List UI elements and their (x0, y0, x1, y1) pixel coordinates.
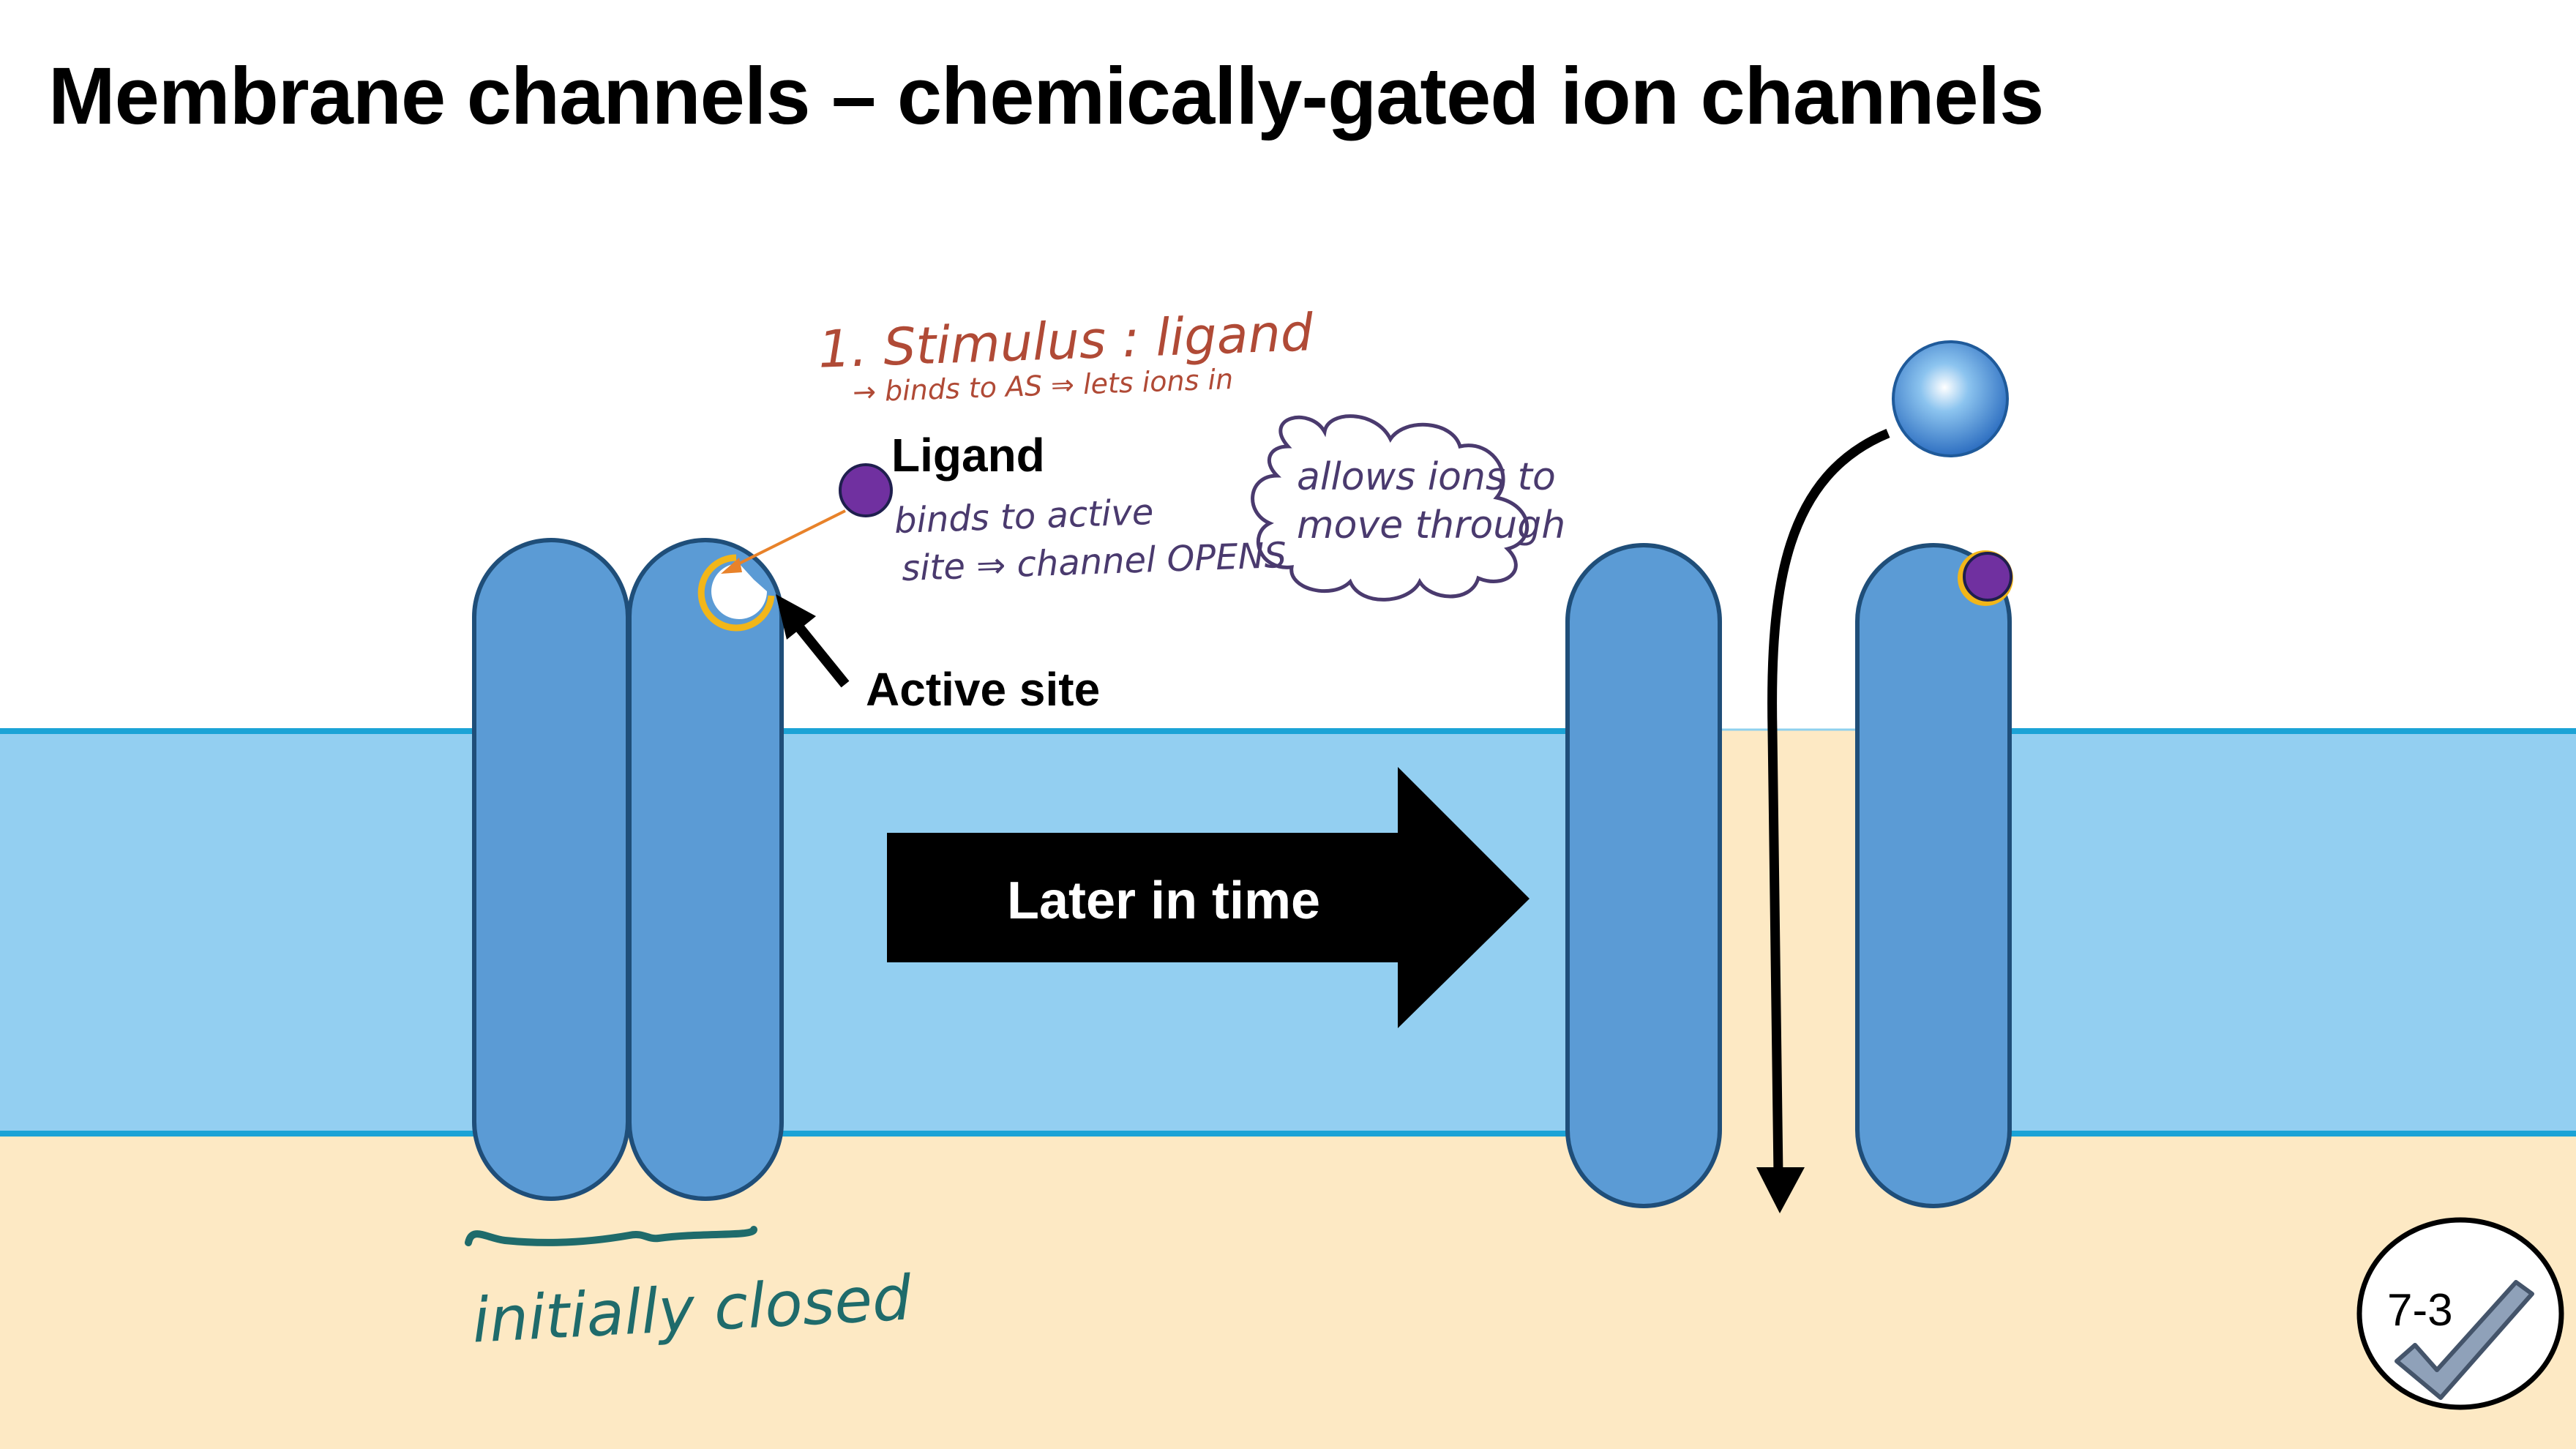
cytoplasm-region (0, 1134, 2576, 1449)
checkmark-icon (2395, 1280, 2534, 1400)
ligand-to-site-arrow (731, 509, 846, 569)
slide-title: Membrane channels – chemically-gated ion… (48, 51, 2044, 141)
ligand-icon (839, 463, 893, 517)
later-in-time-arrow (887, 767, 1530, 1028)
badge-label: 7-3 (2387, 1285, 2453, 1336)
note-cloud (1251, 414, 1530, 602)
allows-note-line2: move through (1297, 503, 1566, 547)
active-site-label: Active site (866, 663, 1101, 716)
closed-channel-left-subunit (472, 538, 630, 1201)
later-in-time-label: Later in time (1007, 872, 1321, 930)
open-channel-right-subunit (1855, 543, 2012, 1208)
bound-ligand-icon (1963, 552, 2012, 602)
closed-channel-right-subunit (627, 538, 784, 1201)
ligand-label: Ligand (891, 429, 1045, 482)
ion-path-arrow (1767, 428, 1890, 1175)
active-site-arrow (788, 615, 850, 688)
open-channel-left-subunit (1565, 543, 1722, 1208)
closed-channel-brace (465, 1226, 757, 1246)
open-pore (1720, 730, 1859, 1134)
active-site-empty (697, 554, 775, 632)
allows-note-line1: allows ions to (1297, 455, 1556, 499)
ion-icon (1892, 340, 2009, 457)
